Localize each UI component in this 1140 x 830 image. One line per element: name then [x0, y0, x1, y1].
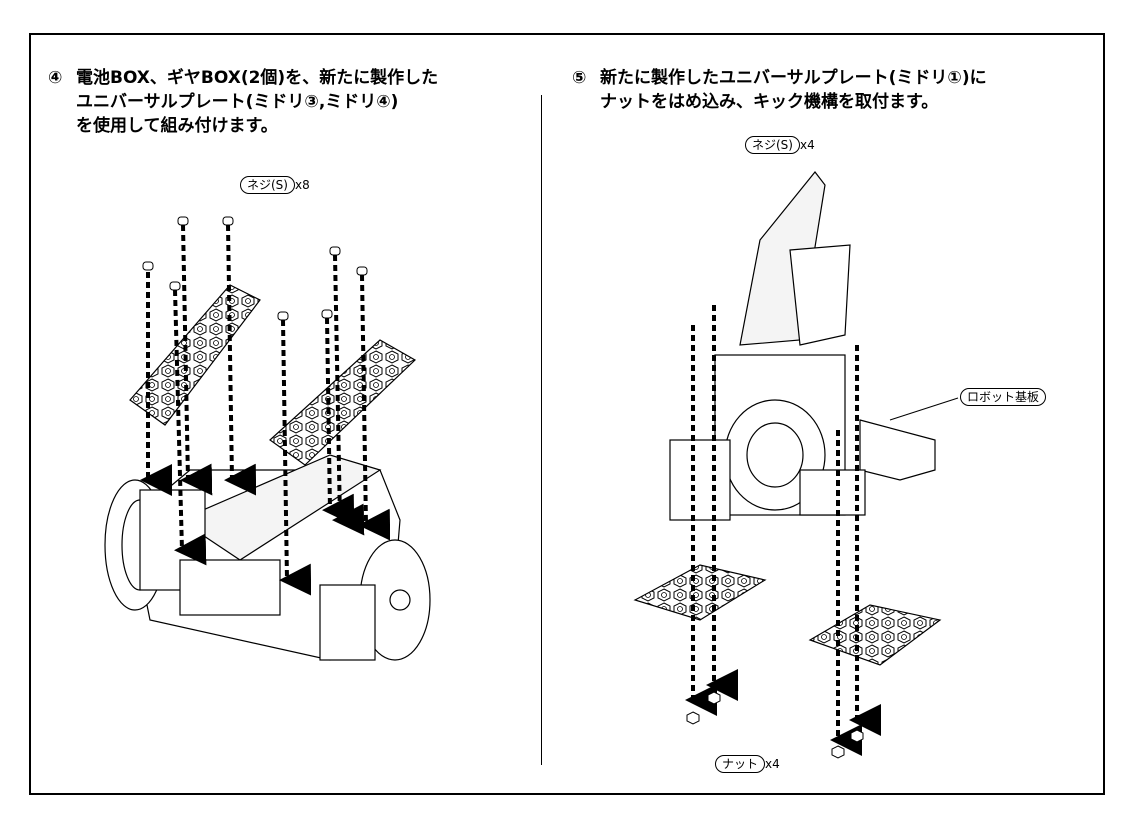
robot-board-callout: ロボット基板 [960, 388, 1047, 406]
step-4-number: ④ [48, 68, 63, 88]
step-5-number: ⑤ [572, 68, 587, 88]
page-frame [29, 33, 1105, 795]
step-4-line-3: を使用して組み付けます。 [76, 116, 278, 136]
callout-leader-line [889, 397, 959, 421]
callout-pill: ロボット基板 [960, 388, 1047, 406]
step-4-screw-label: ネジ(S)x8 [240, 176, 310, 194]
step-4-screws [142, 216, 368, 321]
step-4-assembly-drawing [104, 284, 431, 661]
step-4-line-1: 電池BOX、ギヤBOX(2個)を、新たに製作した [76, 68, 439, 88]
step-5-instructions: ⑤ 新たに製作したユニバーサルプレート(ミドリ①)にナットをはめ込み、キック機構を… [572, 66, 987, 114]
step-5-screw-label: ネジ(S)x4 [745, 136, 815, 154]
part-quantity: x8 [294, 178, 310, 192]
step-5-line-1: 新たに製作したユニバーサルプレート(ミドリ①)に [600, 68, 987, 88]
part-quantity: x4 [765, 757, 780, 771]
step-4-instructions: ④ 電池BOX、ギヤBOX(2個)を、新たに製作したユニバーサルプレート(ミドリ③… [48, 66, 438, 138]
step-5-line-2: ナットをはめ込み、キック機構を取付ます。 [600, 92, 939, 112]
step-4-line-2: ユニバーサルプレート(ミドリ③,ミドリ④) [76, 92, 399, 112]
step-5-screw-paths [685, 305, 881, 756]
step-5-nuts [686, 691, 864, 759]
step-4-screw-paths [140, 224, 391, 596]
part-quantity: x4 [799, 138, 815, 152]
part-name-pill: ネジ(S) [240, 176, 295, 194]
step-5-assembly-drawing [633, 171, 942, 666]
column-divider [541, 95, 542, 765]
part-name-pill: ネジ(S) [745, 136, 800, 154]
part-name-pill: ナット [715, 755, 766, 773]
